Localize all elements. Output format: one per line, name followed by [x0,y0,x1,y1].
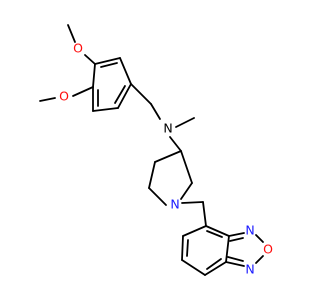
bond-ethyl-2 [150,103,161,120]
bond-n-c3 [169,136,182,152]
molecule-drawing: O O N N N O N [39,24,273,277]
bond-ox-3 [255,255,264,264]
piperidine-nitrogen-label: N [170,197,179,212]
oxadiazole-lower-nitrogen-label: N [245,262,254,277]
bond-bz-5 [225,235,230,263]
bond-ox-4 [225,261,245,267]
structure-diagram: O O N N N O N [39,24,274,277]
bond-ox-double-2 [227,256,244,262]
bond-bz-1 [182,225,207,237]
bond-ox-1 [228,232,245,237]
amine-nitrogen-label: N [163,121,172,136]
bond-aryl-3 [117,83,132,109]
bond-aryl-double-b [114,85,126,104]
bond-pip-4 [180,182,193,200]
bond-bz-4 [204,261,227,276]
bond-bz-double-a [186,239,189,257]
bond-n-methyl [175,117,195,128]
bond-aryl-4 [92,107,119,112]
bond-bz-3 [181,259,206,276]
bond-lower-o-ring [72,86,94,97]
bond-methyl-upper [67,24,76,43]
bond-ox-double-1 [229,237,244,242]
bond-aryl-6 [92,63,96,88]
bond-upper-o-ring [84,54,96,65]
bond-aryl-double-a [100,62,118,68]
bond-bz-double-b [206,258,222,270]
bond-ox-2 [255,234,264,243]
bond-ch2-aryl [202,201,207,227]
bond-bz-double-c [206,230,223,238]
bond-n-ch2 [181,201,204,204]
bond-bz-6 [205,225,230,237]
bond-pip-2 [148,161,156,189]
bond-bz-2 [181,235,184,261]
oxadiazole-oxygen-label: O [263,242,273,257]
bond-pip-5 [180,150,193,184]
upper-methoxy-oxygen-label: O [73,41,83,56]
bond-pip-1 [154,150,182,163]
bond-aryl-1 [94,57,121,65]
bond-ethyl-1 [130,83,152,105]
bond-aryl-2 [119,57,132,85]
bond-pip-3 [148,187,167,206]
oxadiazole-upper-nitrogen-label: N [245,223,254,238]
lower-methoxy-oxygen-label: O [59,89,69,104]
bond-methyl-lower [39,97,56,102]
